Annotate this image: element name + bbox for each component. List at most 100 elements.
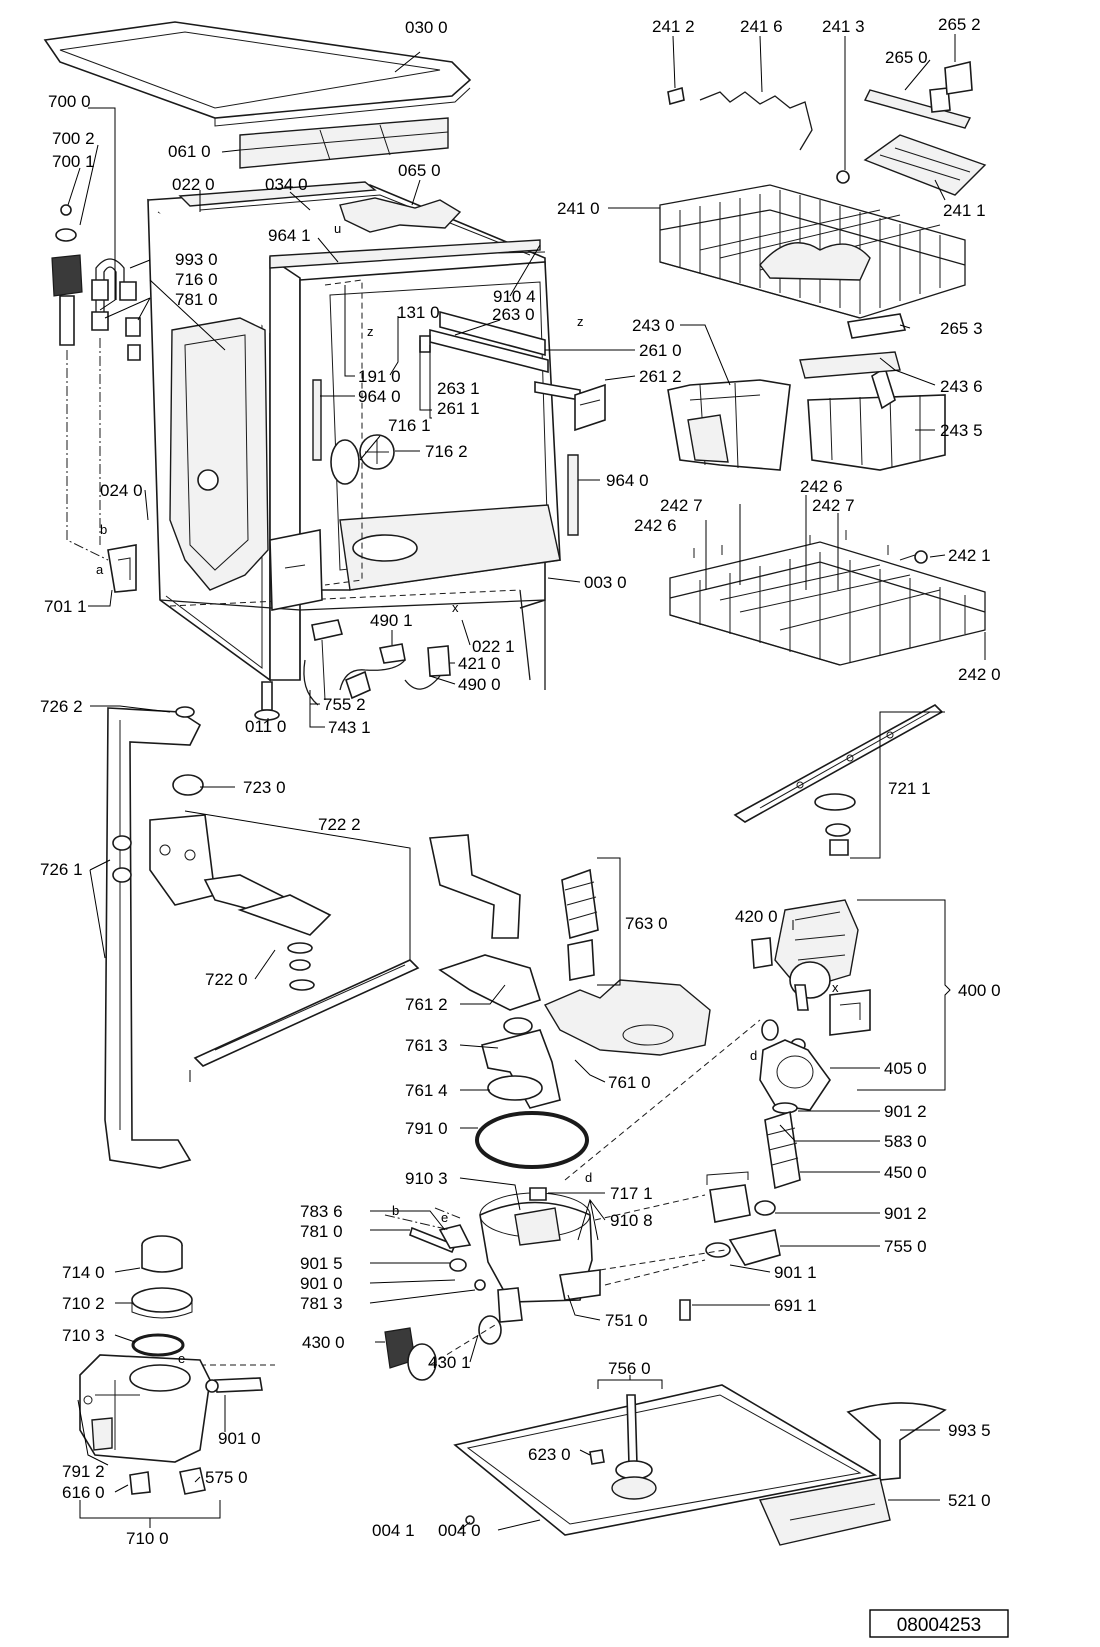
marker-e-2: e [178,1351,185,1366]
label-061-0: 061 0 [168,142,211,161]
marker-x-1: x [452,600,459,615]
motor-assembly [679,899,871,1321]
label-726-2: 726 2 [40,697,83,716]
label-024-0: 024 0 [100,481,143,500]
label-781-0-b: 781 0 [300,1222,343,1241]
label-616-0: 616 0 [62,1483,105,1502]
label-241-2: 241 2 [652,17,695,36]
label-710-3: 710 3 [62,1326,105,1345]
label-261-1: 261 1 [437,399,480,418]
label-003-0: 003 0 [584,573,627,592]
label-910-8: 910 8 [610,1211,653,1230]
label-011-0: 011 0 [245,717,286,736]
label-761-3: 761 3 [405,1036,448,1055]
label-261-0: 261 0 [639,341,682,360]
label-065-0: 065 0 [398,161,441,180]
label-490-1: 490 1 [370,611,413,630]
label-030-0: 030 0 [405,18,448,37]
label-400-0: 400 0 [958,981,1001,1000]
upper-basket [659,184,966,319]
label-700-2: 700 2 [52,129,95,148]
label-263-0: 263 0 [492,305,535,324]
marker-z-2: z [577,314,584,329]
upper-basket-rails [667,61,987,196]
label-242-6-a: 242 6 [800,477,843,496]
label-910-4: 910 4 [493,287,536,306]
label-243-0: 243 0 [632,316,675,335]
label-265-2: 265 2 [938,15,981,34]
marker-e-1: e [441,1210,448,1225]
label-722-2: 722 2 [318,815,361,834]
label-716-1: 716 1 [388,416,431,435]
label-242-6-b: 242 6 [634,516,677,535]
marker-u: u [334,221,341,236]
label-701-1: 701 1 [44,597,87,616]
label-191-0: 191 0 [358,367,401,386]
label-993-0: 993 0 [175,250,218,269]
insulation-pad [239,117,449,169]
label-964-1: 964 1 [268,226,311,245]
label-751-0: 751 0 [605,1311,648,1330]
label-242-7-b: 242 7 [812,496,855,515]
drawing-number-box: 08004253 [869,1609,1009,1638]
salt-container-assembly [79,1235,263,1495]
label-583-0: 583 0 [884,1132,927,1151]
label-722-0: 722 0 [205,970,248,989]
marker-b: b [100,522,107,537]
label-910-3: 910 3 [405,1169,448,1188]
label-241-3: 241 3 [822,17,865,36]
label-242-7-a: 242 7 [660,496,703,515]
label-755-0: 755 0 [884,1237,927,1256]
label-716-0: 716 0 [175,270,218,289]
sump-assembly [384,1111,601,1381]
marker-b-2: b [392,1203,399,1218]
label-791-0: 791 0 [405,1119,448,1138]
label-721-1: 721 1 [888,779,931,798]
water-softener-vent [169,317,269,591]
label-901-0: 901 0 [300,1274,343,1293]
spray-pipe-left [104,706,202,1169]
worktop-lid [43,21,472,127]
label-004-0: 004 0 [438,1521,481,1540]
cutlery-basket [667,313,946,471]
label-004-1: 004 1 [372,1521,415,1540]
spray-pipe-centre [429,834,541,1011]
label-430-1: 430 1 [428,1353,471,1372]
label-022-0: 022 0 [172,175,215,194]
marker-d-2: d [585,1170,592,1185]
rail-bracket-parts [419,310,606,432]
label-241-0: 241 0 [557,199,600,218]
label-521-0: 521 0 [948,1491,991,1510]
part-labels: 030 0 700 0 700 2 700 1 061 0 022 0 034 … [40,15,1001,1548]
label-131-0: 131 0 [397,303,440,322]
label-261-2: 261 2 [639,367,682,386]
label-405-0: 405 0 [884,1059,927,1078]
label-420-0: 420 0 [735,907,778,926]
label-781-3: 781 3 [300,1294,343,1313]
label-761-0: 761 0 [608,1073,651,1092]
label-714-0: 714 0 [62,1263,105,1282]
middle-spray-arm-group [149,774,420,1067]
marker-d-1: d [750,1048,757,1063]
label-022-1: 022 1 [472,637,515,656]
label-241-6: 241 6 [740,17,783,36]
connection-markers: b a z z u x x d d b e e [96,221,839,1366]
label-450-0: 450 0 [884,1163,927,1182]
label-901-1: 901 1 [774,1263,817,1282]
label-490-0: 490 0 [458,675,501,694]
label-716-2: 716 2 [425,442,468,461]
label-761-2: 761 2 [405,995,448,1014]
mains-cable [339,643,451,700]
label-421-0: 421 0 [458,654,501,673]
label-964-0-b: 964 0 [606,471,649,490]
label-717-1: 717 1 [610,1184,653,1203]
label-700-1: 700 1 [52,152,95,171]
label-691-1: 691 1 [774,1296,817,1315]
marker-z-1: z [367,324,374,339]
label-726-1: 726 1 [40,860,83,879]
funnel [846,1402,947,1481]
label-791-2: 791 2 [62,1462,105,1481]
leader-lines [67,34,986,1531]
adjustable-foot [254,681,280,721]
drain-hose-clip [303,619,344,706]
